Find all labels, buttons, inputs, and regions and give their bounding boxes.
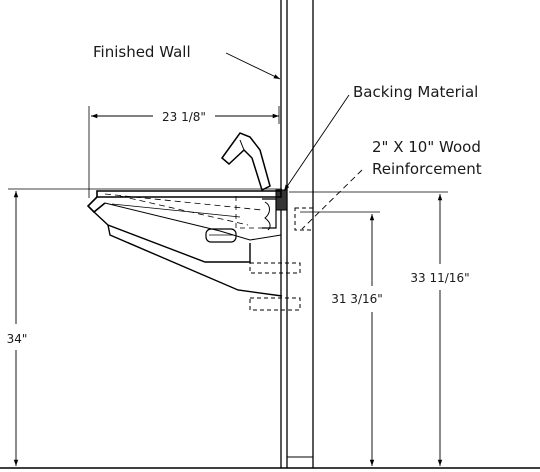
finished-wall-callout: [225, 52, 281, 80]
sink-depth-dimension: [88, 106, 280, 198]
sink-body: [86, 190, 283, 297]
clearance-height-dimension: [300, 211, 380, 466]
mounting-brackets: [249, 262, 301, 311]
rim-height-dimension: [8, 188, 282, 466]
clearance-height-label: 31 3/16": [331, 292, 383, 306]
reinforcement-callout: [301, 169, 363, 230]
reinforcement-label-line1: 2" X 10" Wood: [372, 138, 481, 156]
reinforcement-label-line2: Reinforcement: [372, 160, 482, 178]
faucet-deck-height-label: 33 11/16": [410, 271, 469, 285]
wall-section: [280, 0, 314, 468]
sink-depth-label: 23 1/8": [162, 110, 206, 124]
wood-reinforcement: [294, 207, 314, 231]
finished-wall-label: Finished Wall: [93, 43, 191, 61]
backing-material-label: Backing Material: [353, 83, 478, 101]
faucet: [220, 132, 271, 192]
rim-height-label: 34": [7, 332, 28, 346]
backing-material-callout: [283, 94, 350, 192]
faucet-deck-height-dimension: [289, 191, 448, 466]
